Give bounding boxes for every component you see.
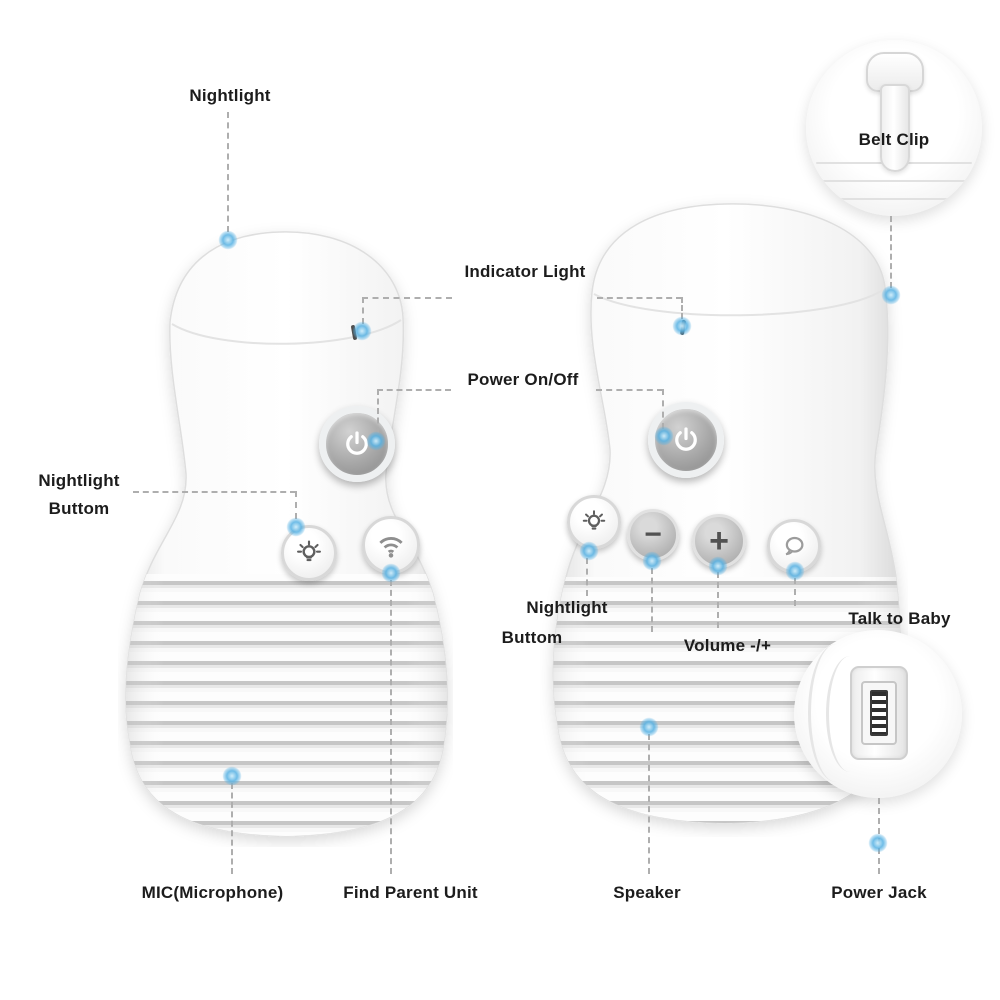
- power-icon: [346, 431, 368, 455]
- callout-dot: [785, 561, 805, 581]
- callout-dot: [654, 426, 674, 446]
- power-jack-slot: [861, 681, 897, 745]
- callout-line: [648, 734, 650, 874]
- callout-line: [890, 216, 892, 288]
- callout-dot: [352, 321, 372, 341]
- callout-dot: [218, 230, 238, 250]
- callout-line: [651, 568, 653, 632]
- callout-line: [133, 491, 296, 493]
- power-jack-port-illustration: [850, 666, 908, 760]
- callout-line: [662, 389, 664, 429]
- callout-dot: [708, 556, 728, 576]
- label-nightlight-button-left-line1: Nightlight: [38, 471, 120, 490]
- power-icon: [675, 427, 697, 451]
- callout-dot: [366, 431, 386, 451]
- signal-icon: [379, 537, 403, 558]
- belt-clip-illustration: [880, 84, 910, 172]
- callout-dot: [642, 551, 662, 571]
- callout-dot: [868, 833, 888, 853]
- bulb-icon: [297, 540, 321, 562]
- label-belt-clip: Belt Clip: [858, 130, 930, 149]
- label-nightlight-top: Nightlight: [189, 86, 271, 105]
- label-nightlight-button-right-line2: Buttom: [501, 628, 563, 647]
- callout-line: [794, 578, 796, 606]
- callout-dot: [381, 563, 401, 583]
- callout-dot: [881, 285, 901, 305]
- volume-minus-glyph: −: [644, 518, 662, 551]
- callout-line: [596, 389, 663, 391]
- speech-icon: [785, 536, 804, 556]
- callout-line: [377, 389, 451, 391]
- label-indicator-light: Indicator Light: [464, 262, 586, 281]
- label-talk-to-baby: Talk to Baby: [848, 609, 951, 628]
- callout-line: [377, 389, 379, 433]
- label-find-parent-unit: Find Parent Unit: [343, 883, 478, 902]
- bulb-icon: [582, 510, 606, 530]
- belt-clip-detail-bubble: Belt Clip: [806, 40, 982, 216]
- callout-line: [717, 572, 719, 628]
- callout-line: [362, 297, 452, 299]
- surface-line: [816, 180, 972, 182]
- label-mic: MIC(Microphone): [141, 883, 284, 902]
- label-speaker: Speaker: [613, 883, 681, 902]
- power-jack-pins: [870, 690, 888, 736]
- left-unit-illustration: [125, 231, 448, 837]
- callout-line: [586, 558, 588, 596]
- callout-line: [597, 297, 682, 299]
- callout-dot: [579, 541, 599, 561]
- volume-plus-glyph: +: [709, 522, 729, 560]
- callout-dot: [639, 717, 659, 737]
- callout-line: [390, 580, 392, 874]
- label-nightlight-button-right-line1: Nightlight: [526, 598, 608, 617]
- callout-line: [295, 491, 297, 519]
- label-power-on-off: Power On/Off: [467, 370, 579, 389]
- callout-line: [362, 297, 364, 324]
- power-jack-detail-bubble: [794, 630, 962, 798]
- callout-line: [231, 783, 233, 874]
- label-power-jack: Power Jack: [831, 883, 927, 902]
- callout-line: [227, 112, 229, 232]
- callout-dot: [222, 766, 242, 786]
- label-nightlight-button-left-line2: Buttom: [48, 499, 110, 518]
- callout-line: [681, 297, 683, 319]
- surface-arc: [808, 644, 864, 782]
- callout-dot: [286, 517, 306, 537]
- nightlight-button-right: [567, 495, 621, 549]
- nightlight-button-left: [281, 525, 337, 581]
- surface-line: [816, 198, 972, 200]
- surface-arc: [826, 656, 874, 772]
- label-volume: Volume -/+: [683, 636, 772, 655]
- callout-dot: [672, 316, 692, 336]
